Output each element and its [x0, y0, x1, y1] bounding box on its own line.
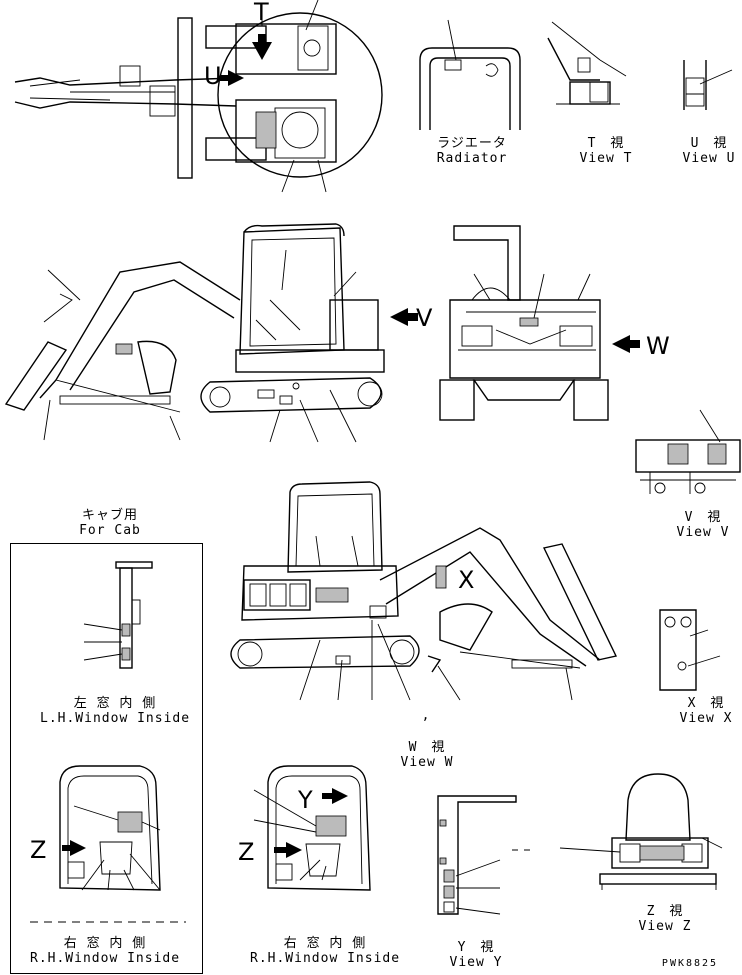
marker-v: V	[416, 304, 433, 332]
rh-window-caption-2-jp: 右 窓 内 側	[283, 936, 367, 951]
rh-window-caption-2: 右 窓 内 側 R.H.Window Inside	[250, 936, 400, 966]
top-plan-view	[14, 0, 383, 193]
view-v-detail	[635, 409, 741, 494]
marker-z-2: Z	[238, 838, 255, 866]
view-w-caption: W 視 View W	[382, 740, 472, 770]
view-w-caption-jp: W 視	[408, 740, 446, 755]
view-v-caption-en: View V	[676, 525, 730, 540]
lh-window-caption: 左 窓 内 側 L.H.Window Inside	[40, 696, 190, 726]
lh-window-caption-en: L.H.Window Inside	[40, 711, 191, 726]
radiator-detail	[419, 19, 521, 130]
for-cab-caption-jp: キャブ用	[81, 508, 138, 523]
left-side-view	[4, 223, 418, 443]
drawing-code: PWK8825	[661, 958, 719, 969]
radiator-caption-jp: ラジエータ	[437, 136, 507, 151]
lh-window-detail	[83, 561, 153, 669]
view-w-caption-en: View W	[400, 755, 454, 770]
for-cab-caption-en: For Cab	[79, 523, 141, 538]
rh-window-caption-1-en: R.H.Window Inside	[30, 951, 181, 966]
view-y-detail	[437, 795, 530, 915]
view-z-detail	[559, 773, 723, 890]
view-y-caption-en: View Y	[449, 955, 503, 970]
view-t-caption: T 視 View T	[566, 136, 646, 166]
view-u-caption-en: View U	[682, 151, 736, 166]
radiator-caption: ラジエータ Radiator	[424, 136, 520, 166]
view-z-caption-en: View Z	[638, 919, 692, 934]
view-y-caption-jp: Y 視	[457, 940, 495, 955]
rh-window-detail-1	[30, 765, 186, 923]
view-v-caption: V 視 View V	[664, 510, 742, 540]
view-t-caption-jp: T 視	[587, 136, 625, 151]
right-side-view	[230, 481, 618, 701]
lh-window-caption-jp: 左 窓 内 側	[73, 696, 157, 711]
radiator-caption-en: Radiator	[436, 151, 508, 166]
cab-group-frame	[10, 543, 203, 974]
rh-window-caption-1: 右 窓 内 側 R.H.Window Inside	[30, 936, 180, 966]
marker-u: U	[204, 62, 222, 90]
view-u-detail	[683, 60, 733, 110]
view-z-caption-jp: Z 視	[646, 904, 684, 919]
view-v-caption-jp: V 視	[684, 510, 722, 525]
view-u-caption-jp: U 視	[690, 136, 728, 151]
marker-t: T	[254, 0, 269, 26]
rh-window-caption-1-jp: 右 窓 内 側	[63, 936, 147, 951]
marker-y: Y	[298, 786, 313, 814]
view-u-caption: U 視 View U	[676, 136, 742, 166]
view-t-caption-en: View T	[579, 151, 633, 166]
view-z-caption: Z 視 View Z	[622, 904, 708, 934]
marker-w: W	[646, 332, 670, 360]
marker-x: X	[458, 566, 475, 594]
view-t-detail	[547, 21, 627, 105]
rear-view	[439, 225, 640, 421]
view-x-caption-en: View X	[679, 711, 733, 726]
rh-window-detail-2	[253, 765, 371, 891]
stray-mark: ,	[421, 708, 431, 723]
view-x-caption-jp: X 視	[687, 696, 725, 711]
rh-window-caption-2-en: R.H.Window Inside	[250, 951, 401, 966]
view-x-detail	[659, 609, 721, 691]
view-x-caption: X 視 View X	[670, 696, 742, 726]
view-y-caption: Y 視 View Y	[440, 940, 512, 970]
for-cab-caption: キャブ用 For Cab	[60, 508, 160, 538]
marker-z-1: Z	[30, 836, 47, 864]
